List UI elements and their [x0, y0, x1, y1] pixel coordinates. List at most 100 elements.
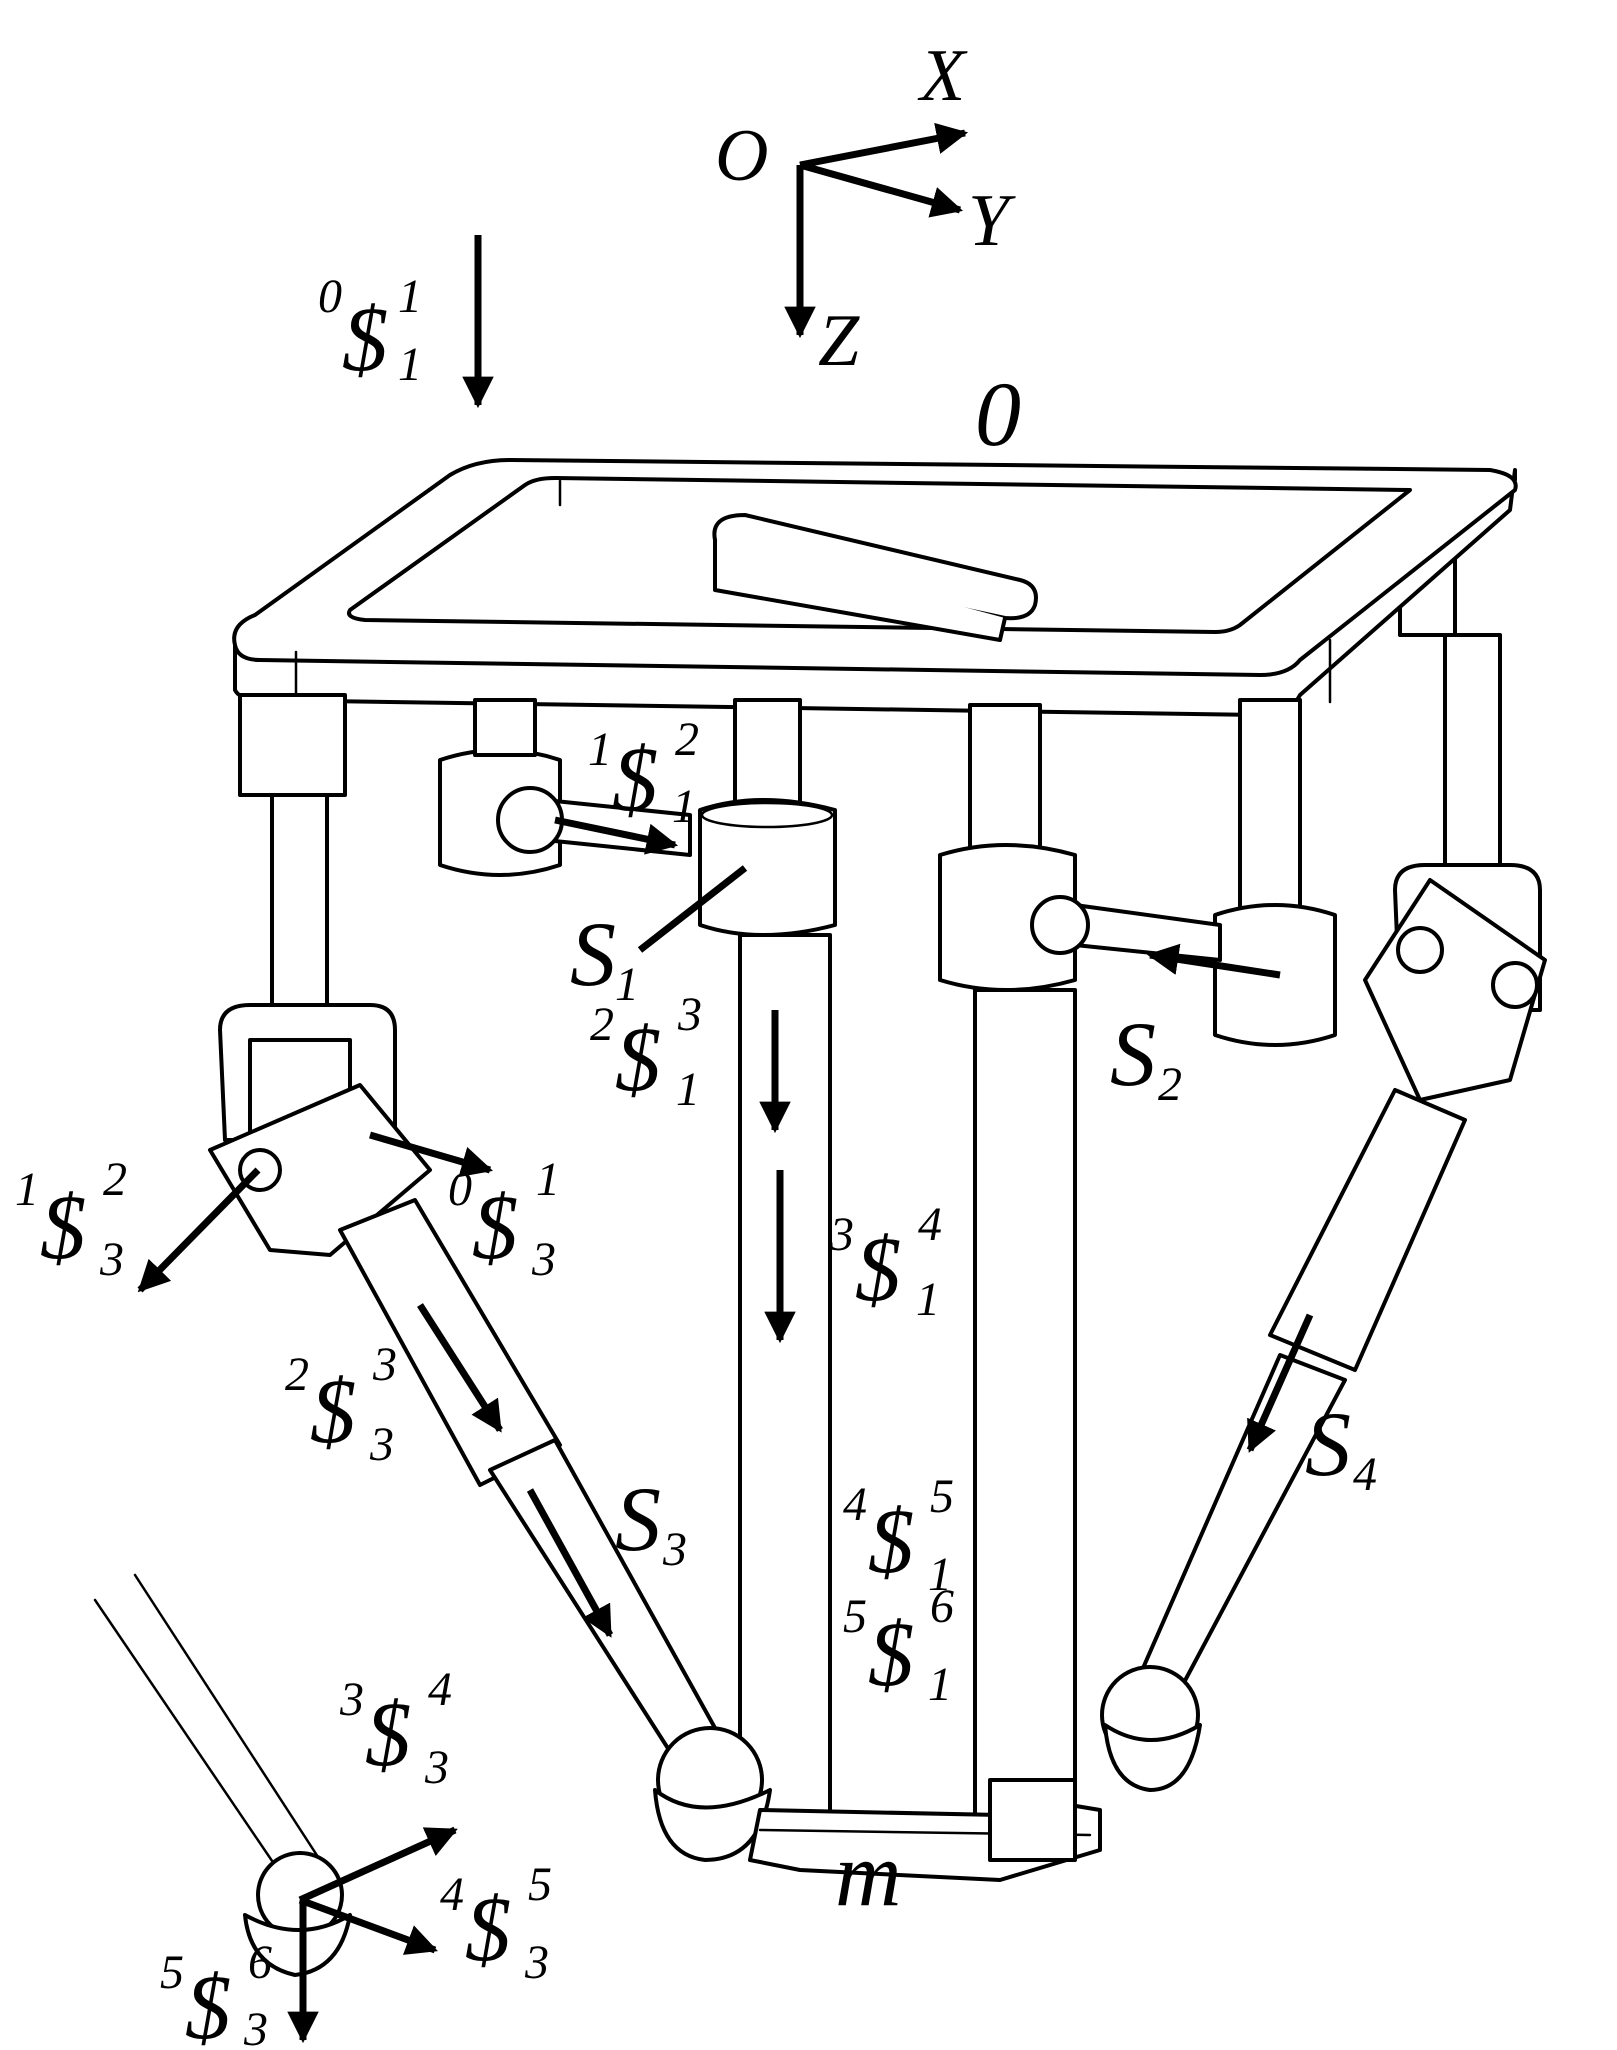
svg-text:1: 1 [928, 1658, 952, 1711]
limb-2 [938, 698, 1337, 1822]
label-S4: S 4 [1305, 1393, 1377, 1501]
svg-text:4: 4 [843, 1478, 867, 1531]
arrow-s12-1 [554, 816, 679, 855]
svg-text:S: S [570, 903, 616, 1005]
svg-text:$: $ [868, 1603, 914, 1705]
label-s45-3: 4 $ 5 3 [440, 1858, 552, 1989]
svg-text:$: $ [342, 288, 388, 390]
svg-text:$: $ [472, 1176, 518, 1278]
arrow-s1-limb [637, 865, 748, 953]
svg-text:1: 1 [536, 1153, 560, 1206]
label-s56-1: 5 $ 6 1 [843, 1580, 954, 1711]
svg-text:5: 5 [528, 1858, 552, 1911]
label-s12-3: 1 $ 2 3 [15, 1153, 127, 1286]
svg-text:3: 3 [662, 1523, 687, 1576]
arrow-s34-3-detail [298, 1826, 458, 1904]
label-S2: S 2 [1110, 1003, 1182, 1111]
y-axis-label: Y [968, 180, 1016, 262]
label-s23-3: 2 $ 3 3 [285, 1338, 397, 1471]
svg-text:0: 0 [448, 1163, 472, 1216]
svg-text:4: 4 [918, 1198, 942, 1251]
svg-text:2: 2 [590, 998, 614, 1051]
svg-text:0: 0 [318, 270, 342, 323]
base-frame [232, 458, 1518, 717]
base-label: 0 [975, 363, 1021, 465]
svg-text:5: 5 [160, 1946, 184, 1999]
origin-label: O [715, 115, 768, 197]
limb2-prismatic-housing [938, 843, 1077, 992]
svg-text:$: $ [612, 728, 658, 830]
spherical-joint-detail [93, 1573, 352, 1977]
svg-text:2: 2 [285, 1348, 309, 1401]
svg-text:$: $ [365, 1683, 411, 1785]
svg-text:2: 2 [1158, 1058, 1182, 1111]
z-axis-label: Z [818, 300, 860, 382]
label-s12-1: 1 $ 2 1 [588, 713, 699, 833]
moving-platform [748, 1778, 1102, 1882]
svg-text:$: $ [615, 1008, 661, 1110]
label-s45-1: 4 $ 5 1 [843, 1470, 954, 1601]
limb-4 [1100, 633, 1547, 1792]
svg-text:1: 1 [15, 1163, 39, 1216]
arrow-s34-3 [526, 1488, 614, 1638]
svg-text:3: 3 [372, 1338, 397, 1391]
svg-text:1: 1 [676, 1063, 700, 1116]
svg-text:1: 1 [672, 780, 696, 833]
arrow-s12-2 [1146, 943, 1281, 979]
base-center-bar-side [713, 538, 1007, 642]
svg-text:2: 2 [675, 713, 699, 766]
arrow-s12-3 [137, 1167, 261, 1293]
limb3-piston-rod [488, 1438, 732, 1777]
limb1-upper-rod [733, 698, 802, 812]
arrow-s01-3 [369, 1131, 494, 1178]
limb4-upper-rod [1443, 633, 1502, 867]
x-axis-arrow [799, 122, 969, 169]
svg-text:3: 3 [829, 1208, 854, 1261]
label-s23-1: 2 $ 3 1 [590, 988, 702, 1116]
svg-text:5: 5 [843, 1590, 867, 1643]
label-S3: S 3 [615, 1468, 687, 1576]
label-s56-3: 5 $ 6 3 [160, 1936, 272, 2050]
y-axis-arrow [799, 161, 964, 218]
arrow-s4 [1246, 1313, 1314, 1453]
svg-text:$: $ [465, 1878, 511, 1980]
limb1-prismatic-housing [698, 798, 837, 937]
screw-arrows [137, 235, 1314, 2044]
svg-text:1: 1 [928, 1548, 952, 1601]
svg-text:6: 6 [248, 1936, 272, 1989]
label-s34-3: 3 $ 4 3 [339, 1663, 452, 1794]
svg-text:1: 1 [398, 270, 422, 323]
platform-label: m [835, 1823, 901, 1925]
svg-text:3: 3 [99, 1233, 124, 1286]
svg-text:$: $ [310, 1360, 356, 1462]
svg-text:4: 4 [440, 1868, 464, 1921]
labels: 0 m 0 $ 1 1 1 $ 2 1 2 $ 3 1 3 $ 4 1 4 [15, 270, 1377, 2050]
label-s01-3: 0 $ 1 3 [448, 1153, 560, 1286]
svg-text:1: 1 [588, 723, 612, 776]
svg-text:3: 3 [524, 1936, 549, 1989]
svg-text:5: 5 [930, 1470, 954, 1523]
svg-text:3: 3 [339, 1673, 364, 1726]
svg-text:6: 6 [930, 1580, 954, 1633]
limb2-side-pin [1073, 903, 1222, 962]
svg-text:$: $ [855, 1218, 901, 1320]
coordinate-frame: O X Y Z [715, 35, 1016, 382]
limb2-upper-rod [968, 703, 1042, 857]
svg-text:4: 4 [1353, 1448, 1377, 1501]
svg-text:1: 1 [916, 1273, 940, 1326]
svg-text:S: S [615, 1468, 661, 1570]
x-axis-label: X [917, 35, 968, 117]
limb1-lower-rod [738, 933, 832, 1817]
svg-text:3: 3 [531, 1233, 556, 1286]
arrow-s45-3-detail [298, 1896, 438, 1955]
arrow-s23-3 [417, 1303, 503, 1433]
svg-text:S: S [1305, 1393, 1351, 1495]
svg-text:3: 3 [677, 988, 702, 1041]
limb3-top-block [238, 693, 347, 797]
limb3-upper-rod [270, 793, 329, 1017]
svg-text:3: 3 [369, 1418, 394, 1471]
svg-text:3: 3 [424, 1741, 449, 1794]
label-s34-1: 3 $ 4 1 [829, 1198, 942, 1326]
